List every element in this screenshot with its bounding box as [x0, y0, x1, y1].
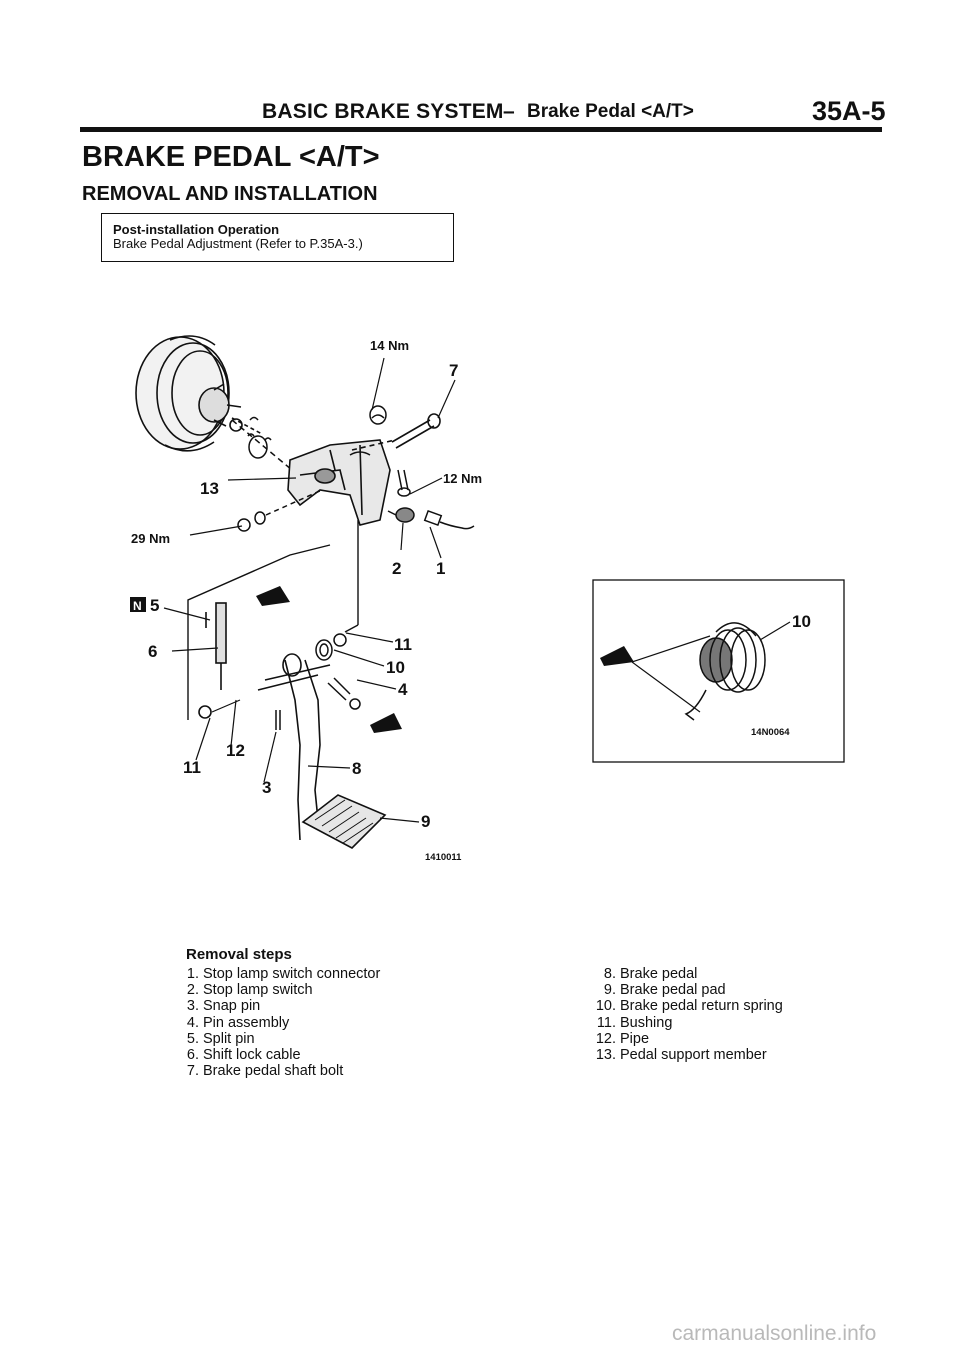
brake-pedal-exploded-diagram: 14 Nm 7 12 Nm 13 29 Nm 2 1 N 5 6 11 10 4…: [130, 335, 845, 863]
spring-detail-frame: [592, 579, 845, 763]
new-part-badge-letter: N: [133, 599, 142, 613]
step-text: Stop lamp switch: [203, 982, 313, 999]
step-text: Brake pedal return spring: [620, 998, 783, 1015]
list-item: 12.Pipe: [586, 1031, 783, 1047]
list-item: 8.Brake pedal: [586, 966, 783, 982]
removal-steps-heading: Removal steps: [186, 946, 292, 963]
figure-code-detail: 14N0064: [751, 727, 790, 738]
brake-booster-drawing: [135, 335, 263, 452]
callout-2: 2: [392, 559, 401, 578]
return-spring-drawing: [315, 633, 347, 661]
callout-leader-lines: [163, 357, 456, 823]
step-number: 4.: [186, 1014, 199, 1031]
list-item: 1.Stop lamp switch connector: [186, 966, 380, 982]
detail-callout-10: 10: [792, 612, 811, 631]
step-number: 2.: [186, 982, 199, 999]
step-text: Pipe: [620, 1030, 650, 1047]
step-number: 3.: [186, 998, 199, 1015]
step-number: 7.: [186, 1063, 199, 1080]
step-number: 11.: [596, 1014, 616, 1031]
grease-symbol-icons: [256, 586, 634, 733]
header-dash: –: [503, 100, 515, 123]
callout-9: 9: [421, 812, 430, 831]
removal-steps-list-right: 8.Brake pedal 9.Brake pedal pad 10.Brake…: [586, 966, 783, 1063]
callout-4: 4: [398, 680, 408, 699]
list-item: 13.Pedal support member: [586, 1047, 783, 1063]
step-text: Shift lock cable: [203, 1047, 301, 1064]
post-installation-box: Post-installation Operation Brake Pedal …: [101, 213, 454, 262]
step-text: Brake pedal: [620, 966, 698, 982]
pedal-support-member-drawing: [287, 439, 391, 526]
callout-7: 7: [449, 361, 458, 380]
shift-lock-cable-drawing: [205, 602, 227, 690]
step-text: Pedal support member: [620, 1047, 767, 1064]
header-section-title: BASIC BRAKE SYSTEM: [262, 100, 504, 123]
snap-pin-drawing: [275, 710, 281, 730]
list-item: 6.Shift lock cable: [186, 1047, 380, 1063]
step-number: 5.: [186, 1030, 199, 1047]
step-number: 9.: [603, 982, 616, 999]
brake-pedal-drawing: [198, 653, 331, 841]
callout-14nm: 14 Nm: [370, 338, 409, 353]
figure-code-main: 1410011: [425, 852, 462, 863]
nut-29nm-drawing: [237, 489, 323, 532]
list-item: 5.Split pin: [186, 1031, 380, 1047]
step-number: 12.: [595, 1030, 616, 1047]
assembly-guide-lines: [187, 520, 359, 720]
post-installation-text: Brake Pedal Adjustment (Refer to P.35A-3…: [113, 236, 363, 251]
gasket-and-nuts-drawing: [231, 416, 293, 471]
nut-14nm-drawing: [369, 405, 387, 425]
callout-5: 5: [150, 596, 159, 615]
callout-12nm: 12 Nm: [443, 471, 482, 486]
header-topic: Brake Pedal <A/T>: [527, 101, 694, 122]
list-item: 2.Stop lamp switch: [186, 982, 380, 998]
post-installation-title: Post-installation Operation: [113, 222, 280, 237]
page-number: 35A-5: [812, 96, 886, 126]
callout-11-bushing: 11: [394, 635, 412, 654]
callout-10: 10: [386, 658, 405, 677]
callout-1: 1: [436, 559, 445, 578]
step-text: Bushing: [620, 1014, 673, 1031]
step-text: Pin assembly: [203, 1014, 290, 1031]
callout-12: 12: [226, 741, 245, 760]
step-number: 1.: [186, 966, 199, 982]
list-item: 7.Brake pedal shaft bolt: [186, 1063, 380, 1079]
step-number: 13.: [595, 1047, 616, 1064]
list-item: 11.Bushing: [586, 1015, 783, 1031]
connector-drawing: [423, 509, 475, 530]
page-title: BRAKE PEDAL <A/T>: [82, 141, 380, 173]
step-text: Brake pedal shaft bolt: [203, 1063, 344, 1080]
callout-8: 8: [352, 759, 361, 778]
page-subtitle: REMOVAL AND INSTALLATION: [82, 183, 378, 205]
stop-lamp-switch-drawing: [387, 507, 415, 523]
step-text: Stop lamp switch connector: [203, 966, 381, 982]
step-number: 8.: [603, 966, 616, 982]
shaft-bolt-drawing: [351, 413, 441, 451]
list-item: 10.Brake pedal return spring: [586, 998, 783, 1014]
bolt-12nm-drawing: [397, 469, 411, 497]
callout-6: 6: [148, 642, 157, 661]
step-text: Brake pedal pad: [620, 982, 726, 999]
callout-13: 13: [200, 479, 219, 498]
removal-steps-list-left: 1.Stop lamp switch connector 2.Stop lamp…: [186, 966, 380, 1079]
pedal-pad-drawing: [301, 794, 387, 849]
list-item: 4.Pin assembly: [186, 1015, 380, 1031]
watermark: carmanualsonline.info: [672, 1322, 877, 1345]
callout-29nm: 29 Nm: [131, 531, 170, 546]
callout-11-lower: 11: [183, 758, 201, 777]
step-text: Snap pin: [203, 998, 261, 1015]
return-spring-detail-drawing: [631, 621, 791, 721]
header-rule: [80, 127, 882, 132]
new-part-badge: [130, 597, 146, 612]
pin-assembly-drawing: [327, 677, 361, 710]
list-item: 3.Snap pin: [186, 998, 380, 1014]
step-text: Split pin: [203, 1030, 255, 1047]
step-number: 10.: [595, 998, 616, 1015]
callout-3: 3: [262, 778, 271, 797]
step-number: 6.: [186, 1047, 199, 1064]
list-item: 9.Brake pedal pad: [586, 982, 783, 998]
